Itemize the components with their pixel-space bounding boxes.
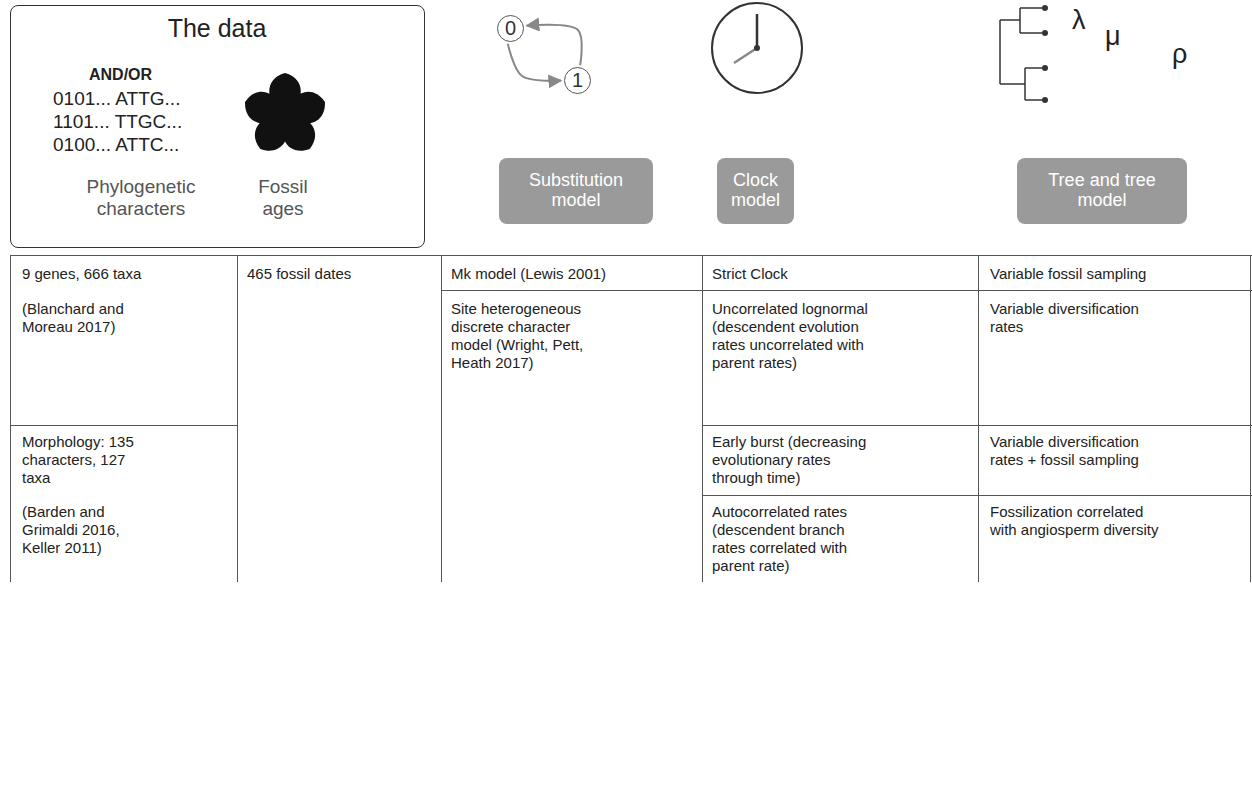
table-cell: (Blanchard and Moreau 2017) [22, 300, 157, 336]
data-panel: The dataAND/OR 0101... ATTG...1101... TTG… [10, 5, 425, 248]
caption-text: Fossil ages [243, 176, 323, 220]
table-cell: Strict Clock [712, 265, 962, 283]
table-cell: Site heterogeneous discrete character mo… [451, 300, 601, 372]
model-button: Tree and tree model [1017, 158, 1187, 224]
table-cell: Variable fossil sampling [990, 265, 1240, 283]
model-button: Clock model [717, 158, 794, 224]
clock-icon [712, 3, 802, 93]
caption-text: Phylogenetic characters [66, 176, 216, 220]
table-cell: Fossilization correlated with angiosperm… [990, 503, 1160, 539]
table-cell: Early burst (decreasing evolutionary rat… [712, 433, 882, 487]
tree-icon [1000, 5, 1048, 103]
flower-icon [240, 73, 330, 158]
rate-symbol: μ [1105, 22, 1135, 52]
table-cell: 465 fossil dates [247, 265, 432, 283]
table-grid [10, 255, 1252, 582]
node-label: Tree and tree model [1029, 171, 1175, 211]
character-row: 0101... ATTG... [53, 88, 223, 110]
rate-symbol: ρ [1172, 40, 1202, 70]
table-cell: Variable diversification rates + fossil … [990, 433, 1170, 469]
table-cell: Morphology: 135 characters, 127 taxa [22, 433, 152, 487]
table-cell: Mk model (Lewis 2001) [451, 265, 691, 283]
node-label: Clock model [729, 171, 782, 211]
rate-symbol: λ [1072, 6, 1102, 36]
panel-title: The data [11, 14, 423, 43]
and-or-label: AND/OR [89, 66, 179, 84]
state-circle: 1 [564, 67, 591, 94]
state-circle: 0 [497, 15, 524, 42]
table-cell: Uncorrelated lognormal (descendent evolu… [712, 300, 887, 372]
transition-arrow [527, 25, 582, 66]
transition-arrow [508, 44, 561, 81]
node-label: Substitution model [511, 171, 641, 211]
node-label: 0 [505, 17, 516, 40]
table-cell: Variable diversification rates [990, 300, 1170, 336]
table-cell: (Barden and Grimaldi 2016, Keller 2011) [22, 503, 152, 557]
node-label: 1 [572, 69, 583, 92]
character-row: 0100... ATTC... [53, 134, 223, 156]
model-button: Substitution model [499, 158, 653, 224]
table-cell: 9 genes, 666 taxa [22, 265, 227, 283]
table-cell: Autocorrelated rates (descendent branch … [712, 503, 882, 575]
character-row: 1101... TTGC... [53, 111, 223, 133]
